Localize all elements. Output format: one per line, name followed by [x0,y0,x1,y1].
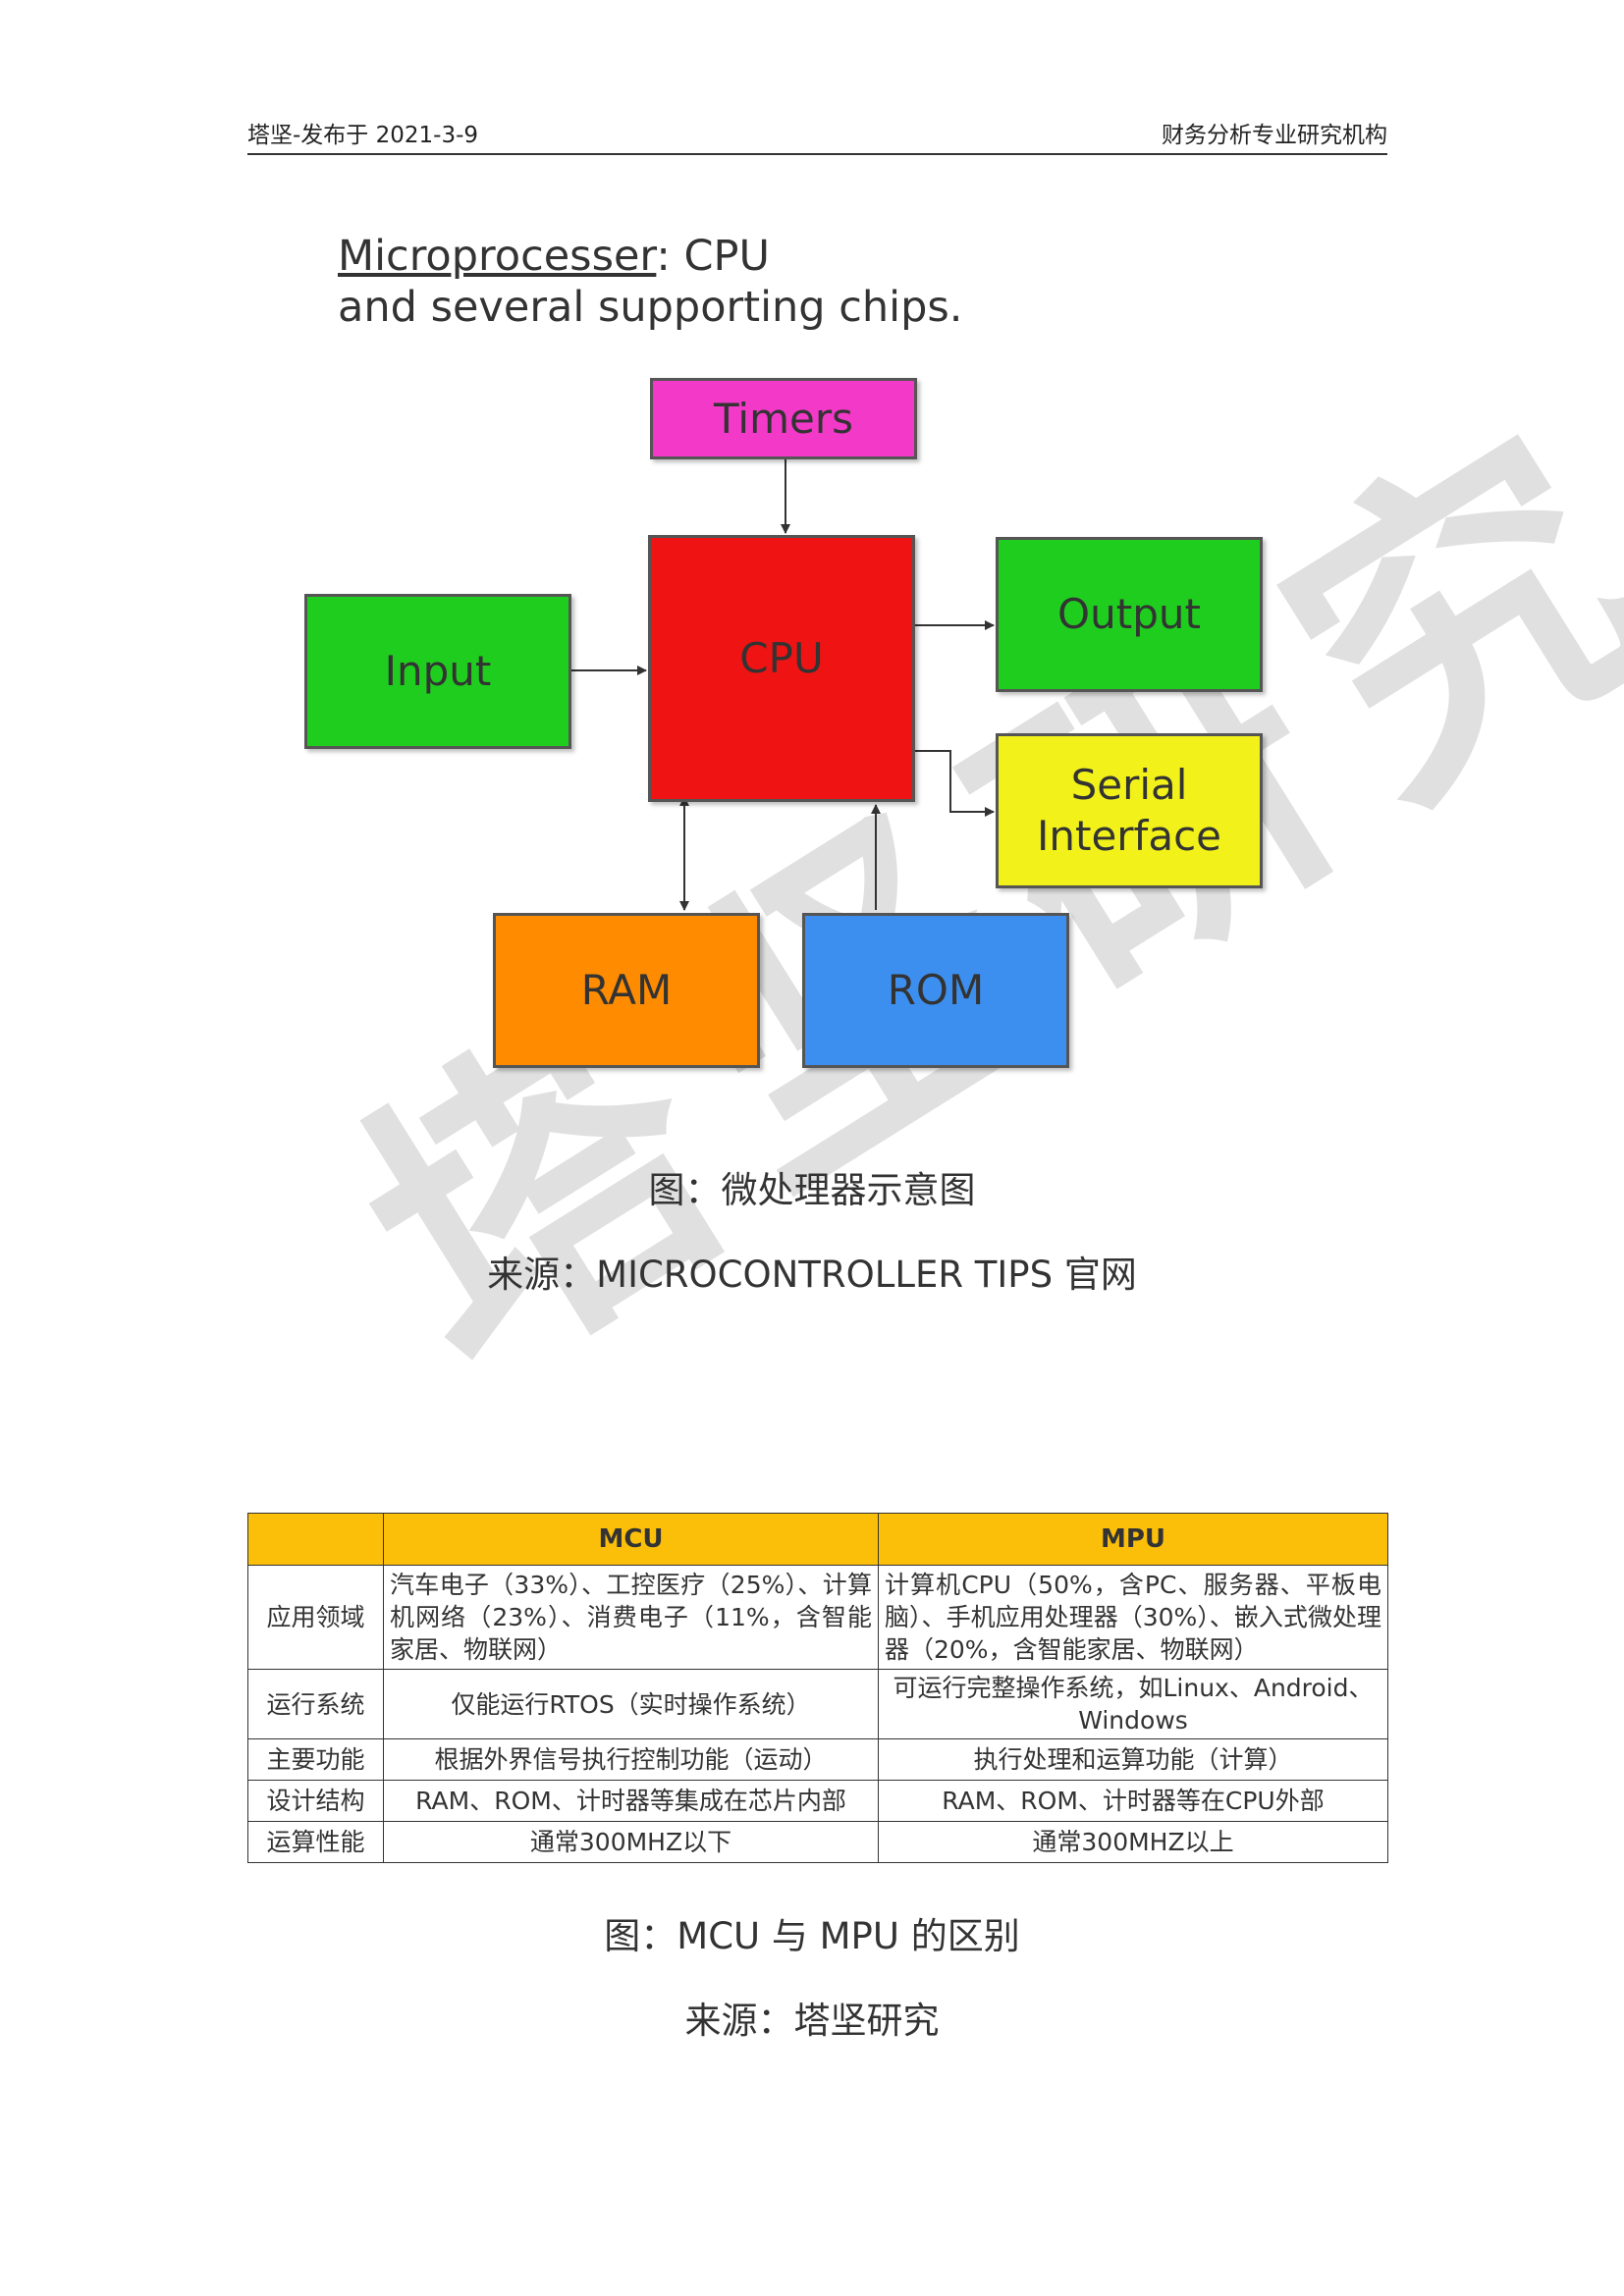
diagram-title-line2: and several supporting chips. [338,283,963,332]
diagram-title: Microprocesser: CPU and several supporti… [338,231,962,333]
figure1-source: 来源：MICROCONTROLLER TIPS 官网 [487,1254,1137,1296]
table-row: 主要功能 根据外界信号执行控制功能（运动） 执行处理和运算功能（计算） [247,1738,1388,1781]
mpu-cell: 通常300MHZ以上 [878,1821,1388,1863]
table-header-blank [247,1513,384,1566]
input-label: Input [384,647,492,695]
diagram-title-word: Microprocesser [338,232,657,281]
serial-label-line2: Interface [1036,812,1222,860]
mcu-cell: 通常300MHZ以下 [383,1821,879,1863]
output-label: Output [1057,590,1201,638]
microprocessor-diagram: Microprocesser: CPU and several supporti… [285,231,1286,1095]
cpu-label: CPU [739,634,824,682]
figure2-caption: 图：MCU 与 MPU 的区别 [604,1915,1020,1957]
table-row: 应用领域 汽车电子（33%）、工控医疗（25%）、计算机网络（23%）、消费电子… [247,1565,1388,1670]
rom-box: ROM [802,913,1069,1068]
table-header-mpu: MPU [878,1513,1388,1566]
ram-label: RAM [580,966,673,1014]
serial-label-line1: Serial [1070,761,1188,809]
serial-interface-box: Serial Interface [996,733,1263,888]
mcu-cell: 仅能运行RTOS（实时操作系统） [383,1669,879,1739]
ram-box: RAM [493,913,760,1068]
table-header-row: MCU MPU [247,1513,1388,1566]
rom-label: ROM [887,966,985,1014]
figure1-caption: 图：微处理器示意图 [648,1169,976,1211]
header-organization: 财务分析专业研究机构 [1162,123,1387,148]
mpu-cell: 可运行完整操作系统，如Linux、Android、Windows [878,1669,1388,1739]
mcu-mpu-comparison-table: MCU MPU 应用领域 汽车电子（33%）、工控医疗（25%）、计算机网络（2… [247,1513,1388,1863]
mpu-cell: 执行处理和运算功能（计算） [878,1738,1388,1781]
timers-label: Timers [714,394,853,443]
row-label: 运算性能 [247,1821,384,1863]
mcu-cell: RAM、ROM、计时器等集成在芯片内部 [383,1780,879,1822]
row-label: 设计结构 [247,1780,384,1822]
table-header-mcu: MCU [383,1513,879,1566]
mpu-cell: 计算机CPU（50%，含PC、服务器、平板电脑）、手机应用处理器（30%）、嵌入… [878,1565,1388,1670]
header-publisher-date: 塔坚-发布于 2021-3-9 [247,123,479,148]
timers-box: Timers [650,378,917,459]
table-row: 运行系统 仅能运行RTOS（实时操作系统） 可运行完整操作系统，如Linux、A… [247,1669,1388,1739]
input-box: Input [304,594,571,749]
mcu-cell: 根据外界信号执行控制功能（运动） [383,1738,879,1781]
mpu-cell: RAM、ROM、计时器等在CPU外部 [878,1780,1388,1822]
row-label: 主要功能 [247,1738,384,1781]
output-box: Output [996,537,1263,692]
diagram-title-rest: : CPU [656,232,770,281]
table-row: 设计结构 RAM、ROM、计时器等集成在芯片内部 RAM、ROM、计时器等在CP… [247,1780,1388,1822]
cpu-box: CPU [648,535,915,802]
table-row: 运算性能 通常300MHZ以下 通常300MHZ以上 [247,1821,1388,1863]
mcu-cell: 汽车电子（33%）、工控医疗（25%）、计算机网络（23%）、消费电子（11%，… [383,1565,879,1670]
diagram-arrows [571,459,995,911]
figure2-source: 来源：塔坚研究 [684,2000,940,2042]
row-label: 运行系统 [247,1669,384,1739]
row-label: 应用领域 [247,1565,384,1670]
page-header: 塔坚-发布于 2021-3-9 财务分析专业研究机构 [247,116,1387,155]
arrow-cpu-to-serial [915,750,995,817]
